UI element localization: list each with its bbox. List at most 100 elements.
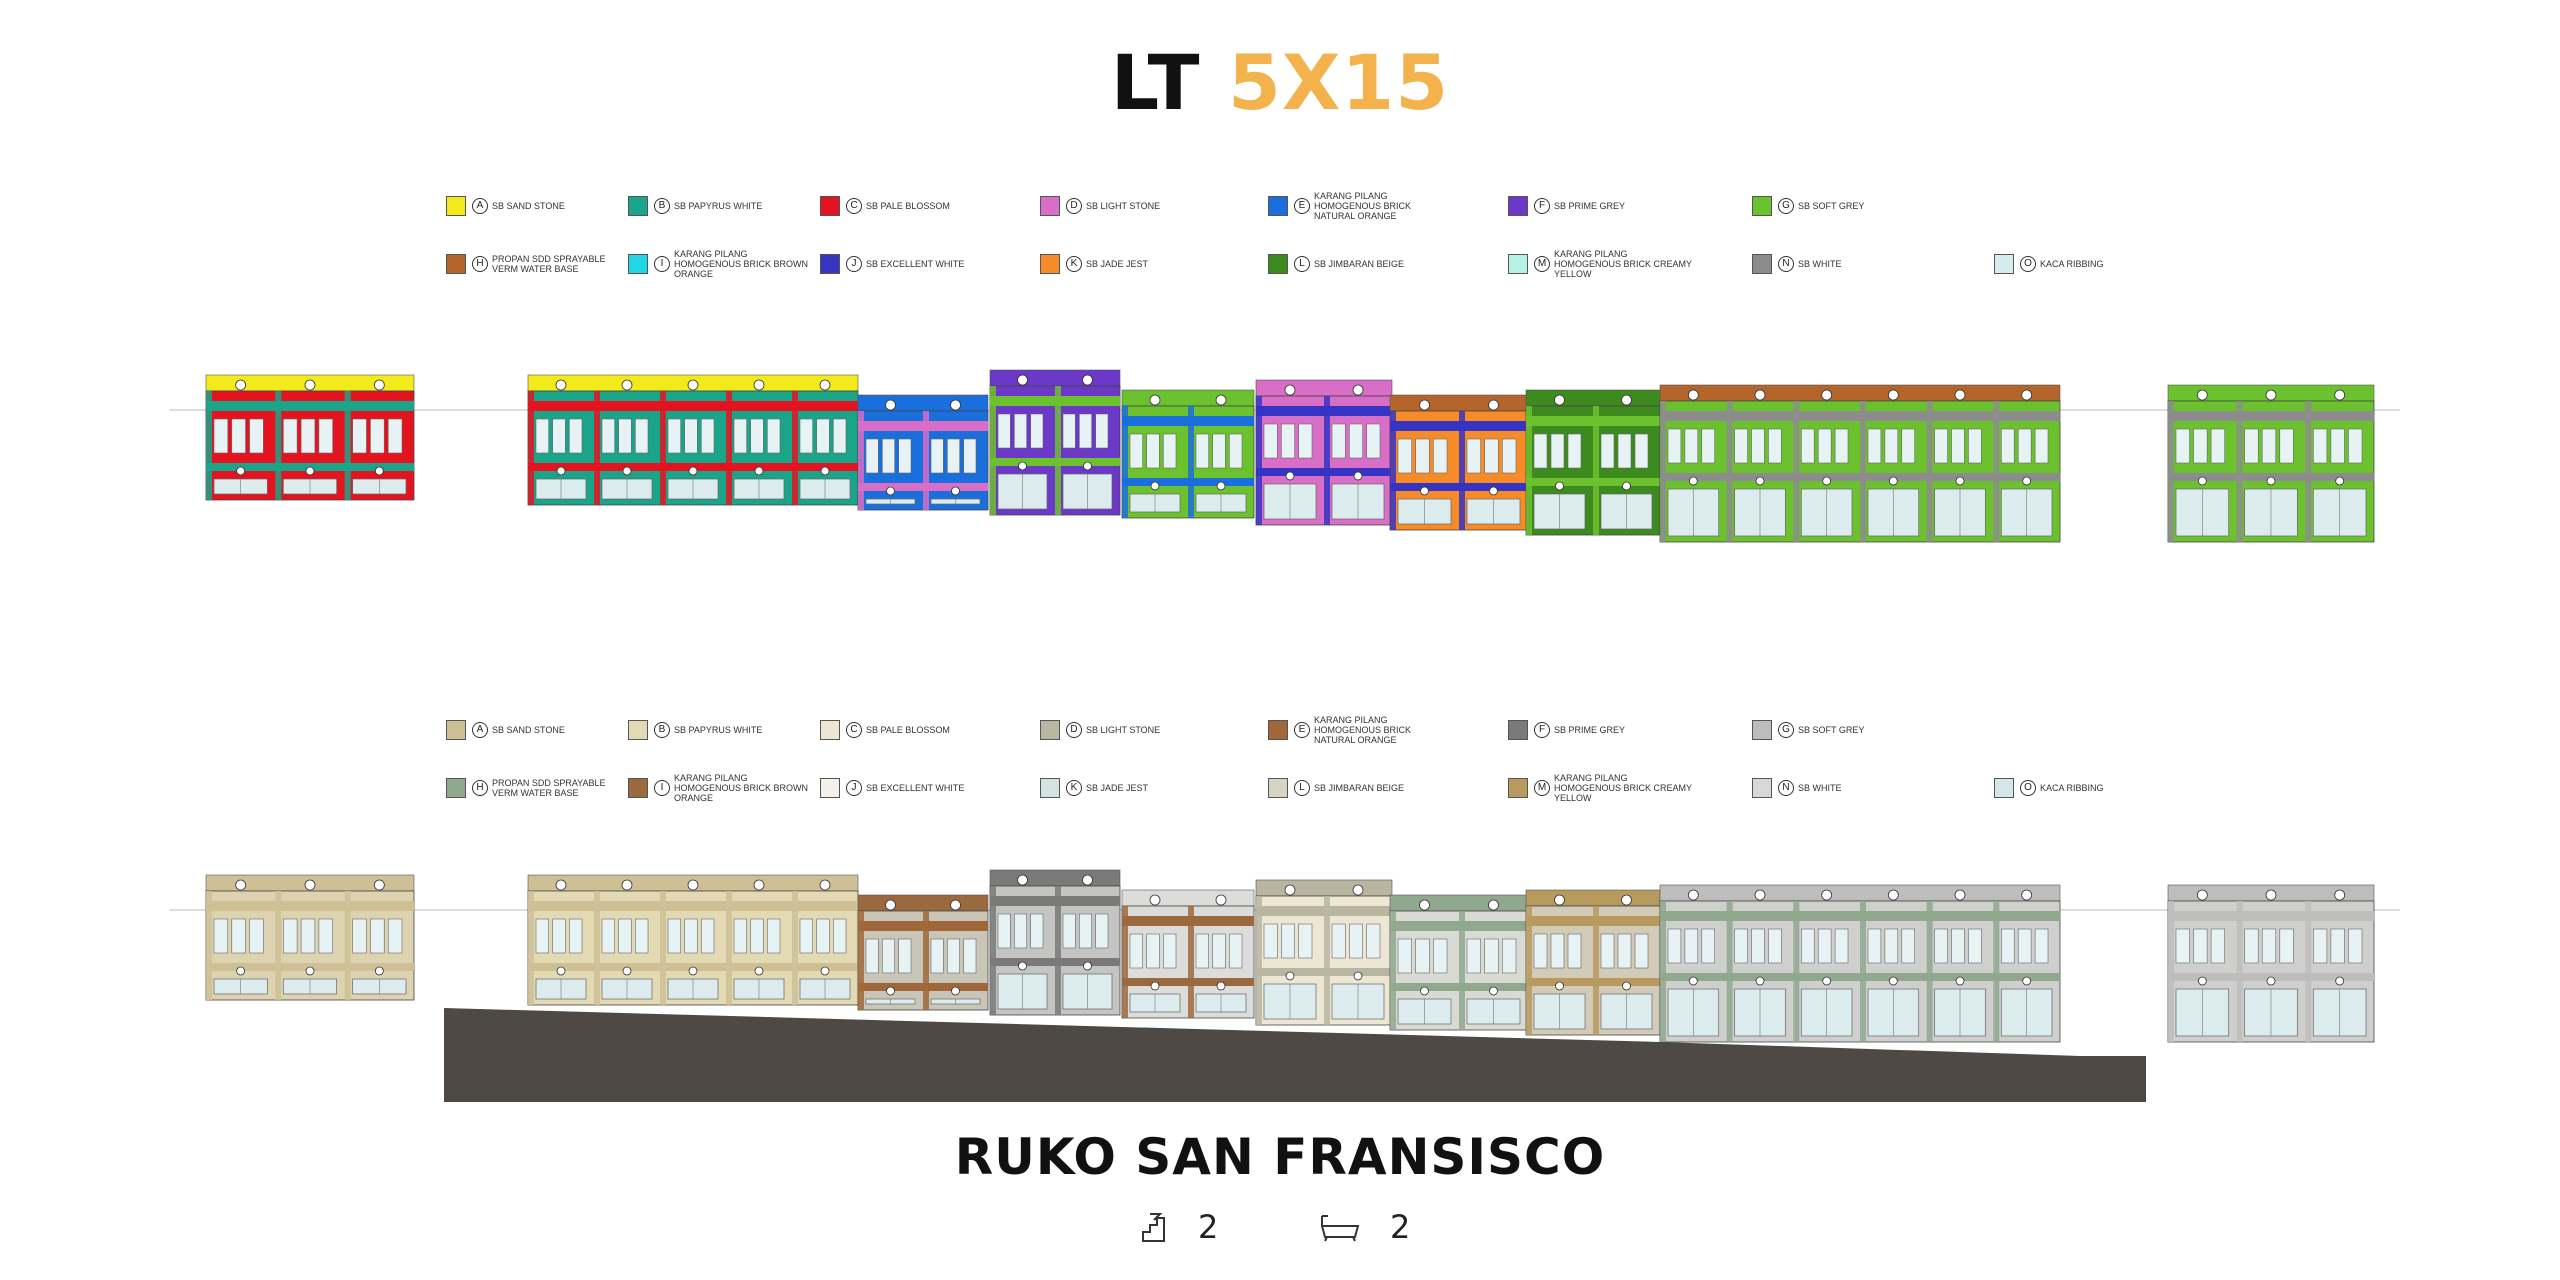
legend-code: F — [1534, 722, 1550, 738]
stairs-icon — [1142, 1213, 1165, 1242]
legend-label: KARANG PILANG HOMOGENOUS BRICK NATURAL O… — [1314, 715, 1412, 745]
bedroom-count: 2 — [1198, 1208, 1219, 1246]
legend-label: SB LIGHT STONE — [1086, 725, 1161, 735]
legend-swatch — [628, 778, 648, 798]
legend-swatch — [1268, 196, 1288, 216]
shophouse-unit — [857, 894, 989, 1011]
legend-code: I — [654, 256, 670, 272]
legend-code: L — [1294, 780, 1310, 796]
legend-swatch — [1040, 196, 1060, 216]
legend-code: C — [846, 198, 862, 214]
bathtub-icon — [1321, 1215, 1360, 1242]
shophouse-unit — [1255, 379, 1393, 526]
legend-code: K — [1066, 256, 1082, 272]
legend-swatch — [446, 778, 466, 798]
shophouse-unit — [1525, 889, 1661, 1036]
legend-label: PROPAN SDD SPRAYABLE VERM WATER BASE — [492, 254, 606, 274]
legend-label: KARANG PILANG HOMOGENOUS BRICK BROWN ORA… — [674, 249, 809, 279]
legend-label: KACA RIBBING — [2040, 783, 2104, 793]
legend-swatch — [1994, 254, 2014, 274]
shophouse-unit — [857, 394, 989, 511]
legend-label: SB JADE JEST — [1086, 259, 1149, 269]
legend-label: PROPAN SDD SPRAYABLE VERM WATER BASE — [492, 778, 606, 798]
legend-label: SB JADE JEST — [1086, 783, 1149, 793]
shophouse-unit — [205, 374, 415, 501]
bathroom-count: 2 — [1390, 1208, 1411, 1246]
legend-code: F — [1534, 198, 1550, 214]
shophouse-unit — [1659, 384, 2061, 543]
shophouse-unit — [2167, 884, 2375, 1043]
legend-item: G SB SOFT GREY — [1752, 194, 1864, 218]
shophouse-unit — [1659, 884, 2061, 1043]
legend-code: G — [1778, 198, 1794, 214]
legend-swatch — [1040, 720, 1060, 740]
legend-item: F SB PRIME GREY — [1508, 194, 1625, 218]
shophouse-unit — [989, 369, 1121, 516]
legend-code: E — [1294, 198, 1310, 214]
legend-label: KARANG PILANG HOMOGENOUS BRICK NATURAL O… — [1314, 191, 1412, 221]
legend-swatch — [820, 720, 840, 740]
legend-code: H — [472, 256, 488, 272]
shophouse-unit — [2167, 384, 2375, 543]
legend-swatch — [1752, 196, 1772, 216]
legend-code: E — [1294, 722, 1310, 738]
shophouse-unit — [1525, 389, 1661, 536]
bathroom-spec: 2 — [1318, 1208, 1410, 1246]
shophouse-unit — [1389, 894, 1529, 1031]
legend-item: K SB JADE JEST — [1040, 252, 1148, 276]
legend-label: SB SOFT GREY — [1798, 201, 1865, 211]
legend-label: SB EXCELLENT WHITE — [866, 259, 965, 269]
legend-item: F SB PRIME GREY — [1508, 718, 1625, 742]
legend-item: O KACA RIBBING — [1994, 252, 2104, 276]
legend-label: SB PRIME GREY — [1554, 725, 1626, 735]
legend-swatch — [446, 720, 466, 740]
legend-swatch — [446, 254, 466, 274]
legend-label: SB WHITE — [1798, 259, 1842, 269]
shophouse-unit — [989, 869, 1121, 1016]
legend-item: N SB WHITE — [1752, 776, 1842, 800]
shophouse-unit — [1121, 889, 1255, 1019]
shophouse-unit — [1255, 879, 1393, 1026]
project-name: RUKO SAN FRANSISCO — [954, 1128, 1606, 1186]
legend-code: A — [472, 198, 488, 214]
bedroom-spec: 2 — [1140, 1208, 1218, 1246]
legend-code: N — [1778, 256, 1794, 272]
legend-item: N SB WHITE — [1752, 252, 1842, 276]
legend-swatch — [1508, 254, 1528, 274]
legend-swatch — [1508, 196, 1528, 216]
legend-label: SB JIMBARAN BEIGE — [1314, 259, 1405, 269]
facade-elevation-color — [170, 369, 2400, 543]
shophouse-unit — [1389, 394, 1529, 531]
legend-label: SB WHITE — [1798, 783, 1842, 793]
ground-section — [444, 1008, 2146, 1102]
legend-code: H — [472, 780, 488, 796]
legend-label: SB PRIME GREY — [1554, 201, 1626, 211]
legend-code: D — [1066, 198, 1082, 214]
legend-code: O — [2020, 256, 2036, 272]
legend-label: SB SOFT GREY — [1798, 725, 1865, 735]
legend-label: SB SAND STONE — [492, 201, 565, 211]
title-prefix: LT — [1110, 38, 1201, 127]
legend-code: N — [1778, 780, 1794, 796]
shophouse-unit — [527, 374, 859, 506]
legend-swatch — [1268, 720, 1288, 740]
legend-code: A — [472, 722, 488, 738]
legend-swatch — [446, 196, 466, 216]
legend-swatch — [1752, 778, 1772, 798]
legend-code: M — [1534, 256, 1550, 272]
legend-swatch — [1994, 778, 2014, 798]
legend-label: KACA RIBBING — [2040, 259, 2104, 269]
page-title: LT 5X15 — [0, 38, 2560, 127]
